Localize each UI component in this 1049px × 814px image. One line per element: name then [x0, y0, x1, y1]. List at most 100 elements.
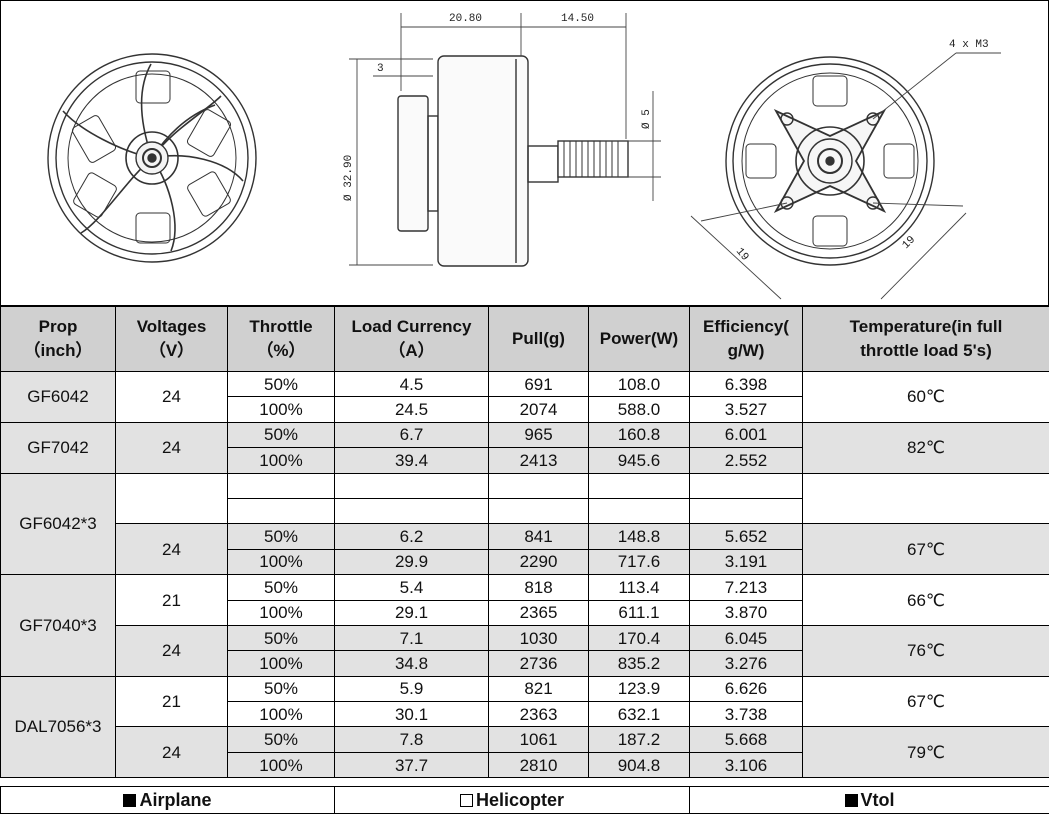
- airplane-label: Airplane: [139, 789, 212, 810]
- dim-width-a: 20.80: [449, 13, 482, 25]
- shaft-thread: [563, 141, 619, 177]
- cell-current: 29.9: [334, 548, 489, 576]
- mount-windings: [745, 75, 915, 247]
- application-footer: Airplane Helicopter Vtol: [0, 786, 1049, 814]
- cell-efficiency: 3.191: [689, 548, 803, 576]
- footer-row: Airplane Helicopter Vtol: [0, 786, 1049, 814]
- cell-throttle: 100%: [227, 599, 335, 626]
- cell-power: [588, 472, 690, 499]
- checked-box-icon: [123, 793, 137, 807]
- header-efficiency: Efficiency(g/W): [689, 306, 803, 372]
- cell-pull: 2365: [488, 599, 589, 626]
- cell-voltage: 21: [115, 675, 228, 728]
- cell-throttle: 50%: [227, 523, 335, 550]
- cell-throttle: 50%: [227, 574, 335, 601]
- cell-efficiency: [689, 497, 803, 525]
- cell-temperature: 82℃: [802, 421, 1049, 474]
- cell-pull: 841: [488, 523, 589, 550]
- cell-prop: GF7042: [0, 421, 116, 474]
- cell-power: [588, 497, 690, 525]
- cell-temperature: 79℃: [802, 726, 1049, 779]
- cell-efficiency: 6.398: [689, 370, 803, 398]
- cell-pull: 2736: [488, 650, 589, 677]
- table-row: 100% 37.7 2810 904.8 3.106: [1, 751, 1049, 779]
- table-row: [1, 497, 1049, 525]
- table-row: 24 50% 7.8 1061 187.2 5.668 79℃: [1, 726, 1049, 779]
- cell-voltage: 24: [115, 421, 228, 474]
- table-row: 24 50% 6.2 841 148.8 5.652 67℃: [1, 523, 1049, 576]
- footer-vtol: Vtol: [689, 786, 1049, 814]
- table-row: 100% 34.8 2736 835.2 3.276: [1, 650, 1049, 677]
- cell-throttle: 100%: [227, 650, 335, 677]
- cell-throttle: 50%: [227, 370, 335, 398]
- cell-pull: 2413: [488, 447, 589, 474]
- cell-throttle: 50%: [227, 675, 335, 703]
- dim-width-b: 14.50: [561, 13, 594, 25]
- cell-efficiency: 7.213: [689, 574, 803, 601]
- cell-current: 24.5: [334, 396, 489, 423]
- header-prop: Prop（inch）: [0, 306, 116, 372]
- table-row: GF6042 24 50% 4.5 691 108.0 6.398 60℃: [0, 370, 1049, 423]
- cell-current: 5.9: [334, 675, 489, 703]
- dim-diameter: Ø 32.90: [343, 155, 355, 201]
- cell-power: 632.1: [588, 701, 690, 728]
- cell-prop: DAL7056*3: [0, 675, 116, 779]
- cell-temperature: 76℃: [802, 624, 1049, 677]
- cell-efficiency: 6.045: [689, 624, 803, 652]
- cell-power: 835.2: [588, 650, 690, 677]
- cell-temperature: 67℃: [802, 675, 1049, 728]
- cell-current: [334, 497, 489, 525]
- cell-current: 29.1: [334, 599, 489, 626]
- cell-temperature: 67℃: [802, 523, 1049, 576]
- cell-pull: 1030: [488, 624, 589, 652]
- cell-voltage: [115, 472, 228, 525]
- cell-current: 6.2: [334, 523, 489, 550]
- header-throttle: Throttle（%）: [227, 306, 335, 372]
- cell-current: 34.8: [334, 650, 489, 677]
- cell-throttle: 50%: [227, 624, 335, 652]
- table-row: DAL7056*3 21 50% 5.9 821 123.9 6.626 67℃: [0, 675, 1049, 779]
- helicopter-label: Helicopter: [475, 789, 565, 810]
- table-row: GF7040*3 21 50% 5.4 818 113.4 7.213 66℃: [0, 574, 1049, 677]
- drawing-svg: 20.80 14.50 3 Ø 32.90 Ø 5: [47, 13, 1001, 300]
- cell-efficiency: [689, 472, 803, 499]
- footer-helicopter: Helicopter: [334, 786, 690, 814]
- table-header-row: Prop（inch） Voltages（V） Throttle（%） Load …: [0, 306, 1049, 372]
- cell-voltage: 24: [115, 624, 228, 677]
- cell-power: 108.0: [588, 370, 690, 398]
- header-voltage: Voltages（V）: [115, 306, 228, 372]
- footer-airplane: Airplane: [0, 786, 335, 814]
- header-power: Power(W): [588, 306, 690, 372]
- table-row: GF6042*3: [0, 472, 1049, 576]
- cell-temperature: [802, 472, 1049, 525]
- mount-bottom-view: [690, 52, 1001, 300]
- cell-voltage: 21: [115, 574, 228, 626]
- dim-screws: 4 x M3: [949, 39, 989, 51]
- cell-pull: 2363: [488, 701, 589, 728]
- table-row: 100% 24.5 2074 588.0 3.527: [1, 396, 1049, 423]
- performance-table: Prop（inch） Voltages（V） Throttle（%） Load …: [0, 306, 1049, 779]
- cell-current: 30.1: [334, 701, 489, 728]
- unchecked-box-icon: [459, 793, 473, 807]
- checked-box-icon: [844, 793, 858, 807]
- cell-prop: GF7040*3: [0, 574, 116, 677]
- mount-dimension-lines: [690, 52, 1001, 300]
- cell-efficiency: 6.001: [689, 421, 803, 449]
- cell-prop: GF6042: [0, 371, 116, 423]
- table-row: 100% 39.4 2413 945.6 2.552: [1, 447, 1049, 474]
- cell-pull: 1061: [488, 726, 589, 753]
- cell-current: 7.1: [334, 624, 489, 652]
- cell-throttle: [227, 472, 335, 499]
- table-row: 100% 29.9 2290 717.6 3.191: [1, 548, 1049, 576]
- cell-throttle: 50%: [227, 726, 335, 753]
- cell-efficiency: 6.626: [689, 675, 803, 703]
- cell-current: 6.7: [334, 421, 489, 449]
- motor-technical-drawing: 20.80 14.50 3 Ø 32.90 Ø 5: [0, 0, 1049, 306]
- cell-pull: 965: [488, 421, 589, 449]
- cell-pull: 2810: [488, 751, 589, 779]
- cell-throttle: 100%: [227, 447, 335, 474]
- cell-pull: [488, 497, 589, 525]
- cell-temperature: 66℃: [802, 574, 1049, 626]
- bell-windings: [71, 70, 232, 244]
